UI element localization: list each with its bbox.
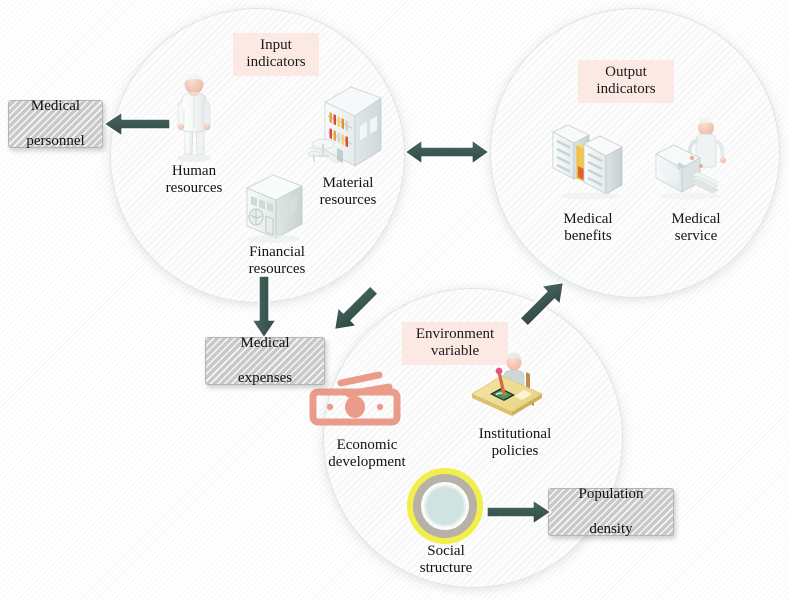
- outcome-line-2: personnel: [26, 132, 85, 149]
- box-texture: [549, 489, 673, 535]
- caption-line-1: Institutional: [478, 426, 552, 442]
- caption-line-1: Economic: [336, 437, 398, 453]
- caption-human-resources: Human resources: [141, 163, 247, 197]
- outcome-line-1: Medical: [240, 335, 290, 352]
- filing-cabinet-icon: [548, 112, 628, 200]
- outcome-line-2: density: [589, 520, 633, 537]
- outcome-box-medical-personnel[interactable]: Medical personnel: [8, 98, 103, 149]
- outcome-line-1: Medical: [30, 98, 81, 115]
- caption-line-1: Medical: [671, 211, 721, 227]
- caption-line-1: Medical: [563, 211, 613, 227]
- outcome-line-1: Population: [578, 486, 644, 503]
- outcome-box-population-density[interactable]: Population density: [548, 486, 674, 537]
- caption-line-2: resources: [319, 191, 377, 208]
- person-doctor-icon: [166, 72, 222, 162]
- outcome-box-medical-expenses[interactable]: Medical expenses: [205, 335, 325, 386]
- desk-writing-icon: [468, 348, 546, 424]
- pharmacy-shelf-icon: [303, 86, 389, 174]
- caption-medical-service: Medical service: [648, 211, 744, 245]
- bank-building-icon: [238, 166, 312, 244]
- caption-line-2: service: [674, 227, 718, 244]
- label-chip-output-indicators: Output indicators: [578, 60, 674, 103]
- reception-desk-icon: [652, 110, 730, 202]
- caption-line-2: development: [328, 453, 406, 470]
- arrow-input-to-output: [404, 136, 490, 168]
- box-texture: [9, 101, 102, 147]
- caption-line-2: resources: [248, 260, 306, 277]
- chip-line-1: Input: [260, 37, 292, 53]
- caption-institutional-policies: Institutional policies: [455, 426, 575, 460]
- caption-material-resources: Material resources: [293, 175, 403, 209]
- banknote-icon: [305, 366, 409, 428]
- caption-financial-resources: Financial resources: [222, 244, 332, 278]
- arrow-financial-to-medical-expenses: [248, 275, 280, 339]
- outcome-line-2: expenses: [237, 369, 293, 386]
- caption-line-2: structure: [419, 559, 473, 576]
- arrow-social-to-population-density: [486, 496, 552, 528]
- arrow-input-to-environment: [324, 278, 386, 340]
- caption-line-2: policies: [491, 442, 539, 459]
- caption-social-structure: Social structure: [394, 543, 498, 577]
- caption-line-1: Social: [427, 543, 465, 559]
- chip-line-1: Output: [605, 64, 647, 80]
- chip-line-2: indicators: [246, 53, 306, 70]
- caption-line-2: resources: [165, 179, 223, 196]
- caption-economic-development: Economic development: [313, 437, 421, 471]
- caption-line-1: Financial: [249, 244, 305, 260]
- chip-line-2: variable: [430, 342, 480, 359]
- label-chip-input-indicators: Input indicators: [233, 33, 319, 76]
- caption-line-1: Human: [171, 163, 217, 179]
- caption-line-1: Material: [322, 175, 374, 191]
- box-texture: [206, 338, 324, 384]
- arrow-environment-to-output: [512, 272, 574, 334]
- label-chip-environment-variable: Environment variable: [402, 322, 508, 365]
- arrow-human-to-medical-personnel: [103, 108, 172, 140]
- concentric-rings-icon: [407, 468, 483, 544]
- circle-output-indicators: [490, 8, 780, 298]
- caption-line-2: benefits: [564, 227, 612, 244]
- chip-line-2: indicators: [596, 80, 656, 97]
- chip-line-1: Environment: [415, 326, 495, 342]
- caption-medical-benefits: Medical benefits: [538, 211, 638, 245]
